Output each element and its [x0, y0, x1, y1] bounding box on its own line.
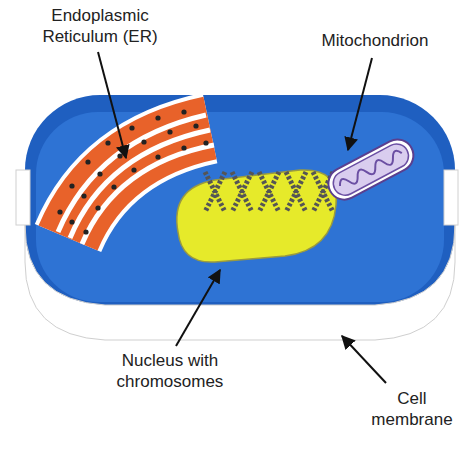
mitochondrion — [323, 134, 419, 205]
part-label: Endoplasmic Reticulum (ER) — [25, 5, 175, 47]
leader-arrows — [98, 52, 386, 383]
nucleus — [177, 170, 337, 262]
wall-tab — [16, 170, 30, 225]
part-label: Nucleus with chromosomes — [95, 350, 245, 392]
part-label: Mitochondrion — [300, 30, 450, 51]
tray-wall — [25, 95, 455, 310]
tray-floor — [36, 112, 444, 302]
part-label: Cell membrane — [362, 388, 462, 430]
wall-tab — [444, 170, 458, 225]
